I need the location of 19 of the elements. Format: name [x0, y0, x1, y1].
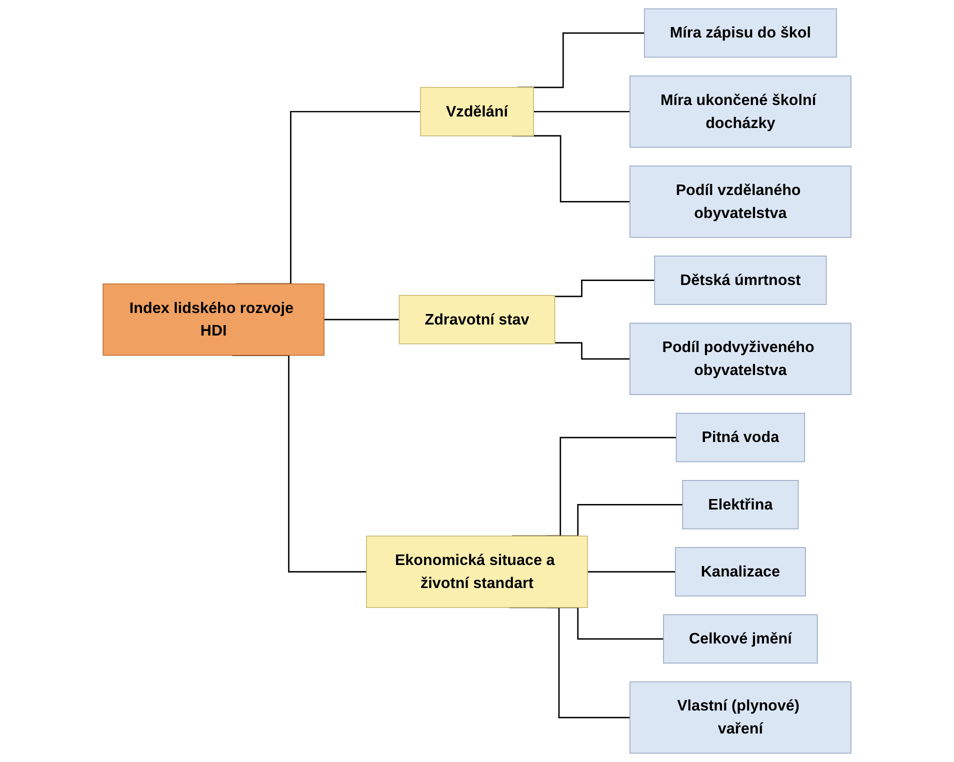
- connector: [534, 110, 630, 112]
- node-box: Ekonomická situace a životní standart: [366, 536, 588, 608]
- connector: [554, 342, 630, 360]
- node-box: Celkové jmění: [663, 614, 818, 664]
- node-box: Elektřina: [682, 480, 799, 530]
- node-box: Dětská úmrtnost: [654, 256, 827, 305]
- node-box: Pitná voda: [676, 412, 806, 462]
- connector: [324, 318, 400, 320]
- connector: [587, 571, 676, 572]
- node-box: Míra zápisu do škol: [644, 8, 837, 58]
- node-box: Podíl vzdělaného obyvatelstva: [630, 166, 852, 238]
- node-box: Vzdělání: [420, 86, 534, 136]
- connector: [554, 280, 655, 298]
- node-box: Podíl podvyživeného obyvatelstva: [630, 322, 852, 396]
- node-box: Kanalizace: [674, 547, 806, 596]
- node-box: Míra ukončené školní docházky: [630, 76, 852, 148]
- node-box: Zdravotní stav: [398, 294, 556, 344]
- node-box: Index lidského rozvoje HDI: [102, 284, 324, 356]
- node-box: Vlastní (plynové) vaření: [630, 681, 852, 754]
